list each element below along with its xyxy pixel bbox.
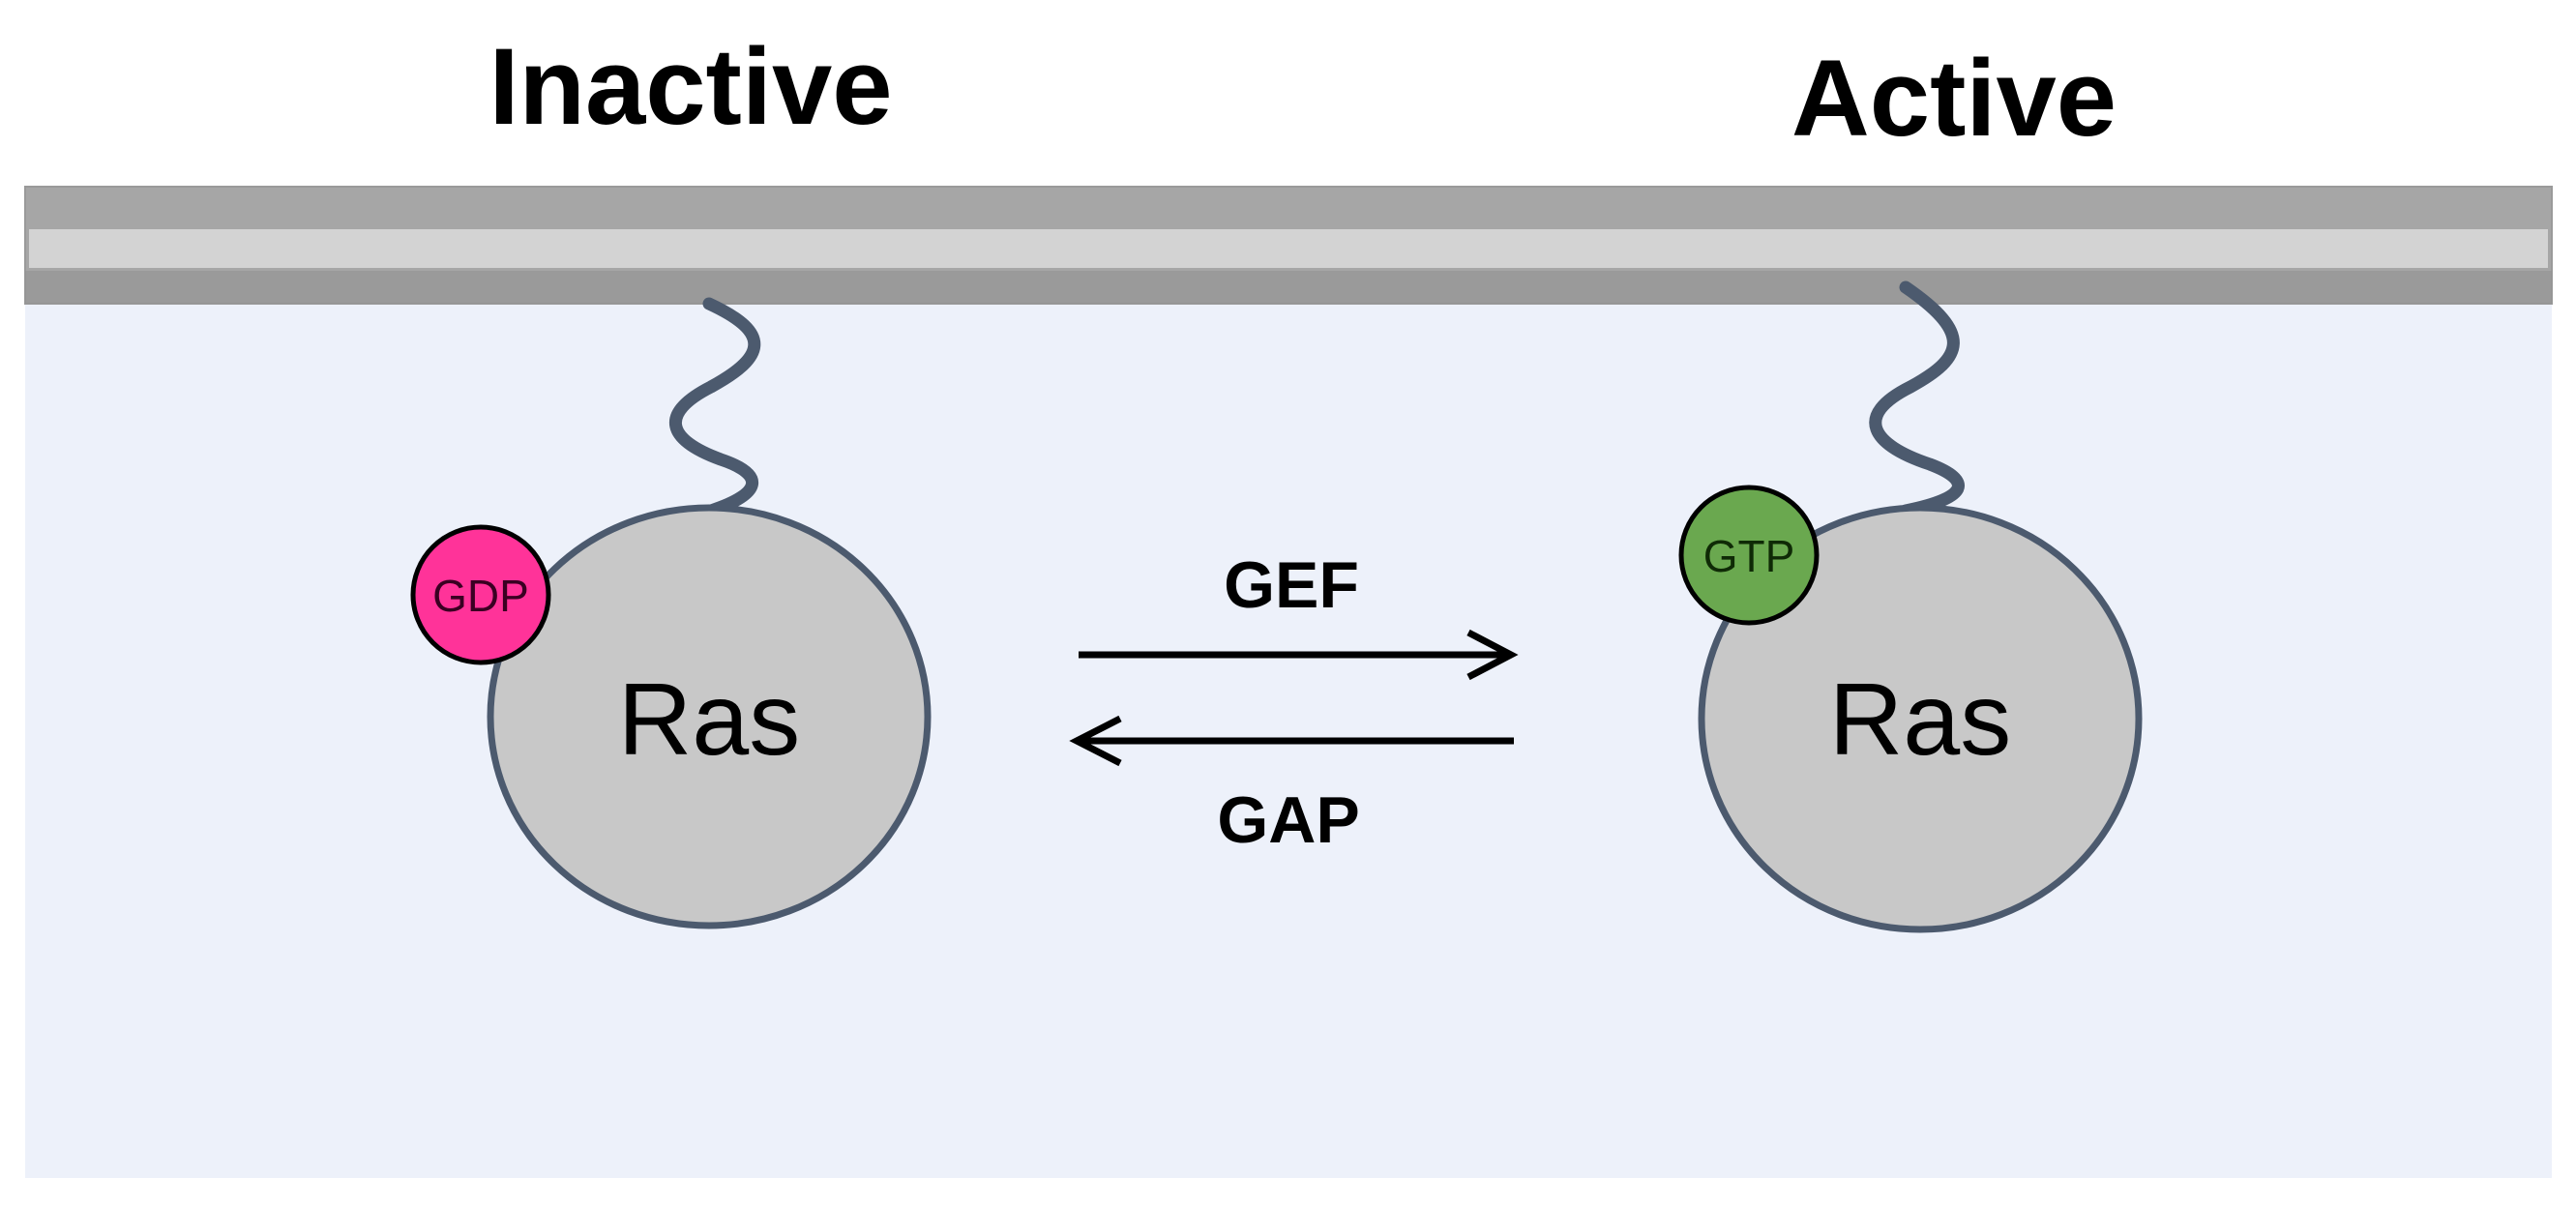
inactive-ras-group: Ras GDP	[410, 297, 932, 929]
reverse-arrow-head	[1069, 715, 1122, 767]
active-ras-label: Ras	[1829, 663, 2012, 777]
active-title: Active	[1791, 38, 2117, 159]
active-ras-protein	[1698, 504, 2143, 933]
inactive-title: Inactive	[489, 26, 892, 147]
inactive-lipid-anchor	[668, 297, 761, 517]
gdp-label: GDP	[432, 571, 529, 621]
plasma-membrane	[24, 186, 2553, 305]
active-ras-group: Ras GTP	[1678, 280, 2143, 933]
gef-label: GEF	[1224, 548, 1359, 622]
forward-arrow-head	[1466, 629, 1519, 681]
gap-label: GAP	[1217, 783, 1359, 857]
inactive-ras-label: Ras	[618, 663, 801, 777]
reaction-arrows: GEF GAP	[1069, 548, 1519, 857]
gtp-label: GTP	[1703, 531, 1795, 581]
gdp-molecule	[410, 524, 551, 665]
active-lipid-anchor	[1869, 280, 1965, 517]
inactive-ras-protein	[487, 504, 932, 929]
gtp-molecule	[1678, 485, 1820, 626]
